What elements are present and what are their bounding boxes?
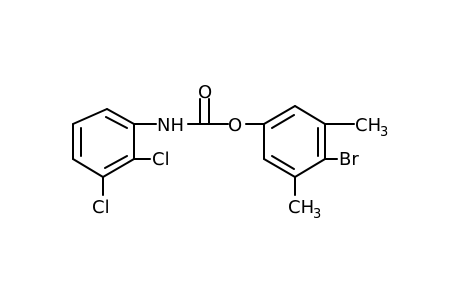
carbamate-linker bbox=[133, 98, 265, 125]
methyl-top-main: CH bbox=[355, 115, 381, 136]
methyl-bottom-subscript: 3 bbox=[313, 207, 321, 222]
methyl-bottom-main: CH bbox=[288, 197, 314, 218]
double-bond bbox=[105, 116, 128, 129]
bond bbox=[263, 158, 296, 178]
dichlorophenyl-ring bbox=[72, 108, 135, 178]
methyl-bottom-label: CH 3 bbox=[288, 197, 321, 222]
methyl-top-label: CH 3 bbox=[355, 115, 388, 140]
cl-ortho-label: Cl bbox=[152, 149, 170, 170]
double-bond bbox=[104, 155, 128, 169]
bond bbox=[102, 158, 135, 178]
bond bbox=[72, 158, 104, 178]
bromodimethylphenyl-ring bbox=[263, 105, 326, 178]
bond bbox=[294, 158, 326, 178]
br-label: Br bbox=[339, 149, 359, 170]
double-bond bbox=[271, 155, 295, 170]
bond bbox=[294, 105, 326, 125]
bond bbox=[106, 108, 135, 125]
bond bbox=[263, 105, 296, 125]
nh-label: NH bbox=[157, 115, 184, 136]
ester-oxygen-label: O bbox=[228, 115, 242, 136]
double-bond bbox=[271, 114, 295, 129]
bond bbox=[72, 108, 108, 125]
cl-meta-label: Cl bbox=[92, 197, 110, 218]
methyl-top-subscript: 3 bbox=[380, 125, 388, 140]
carbonyl-oxygen-label: O bbox=[198, 82, 212, 103]
